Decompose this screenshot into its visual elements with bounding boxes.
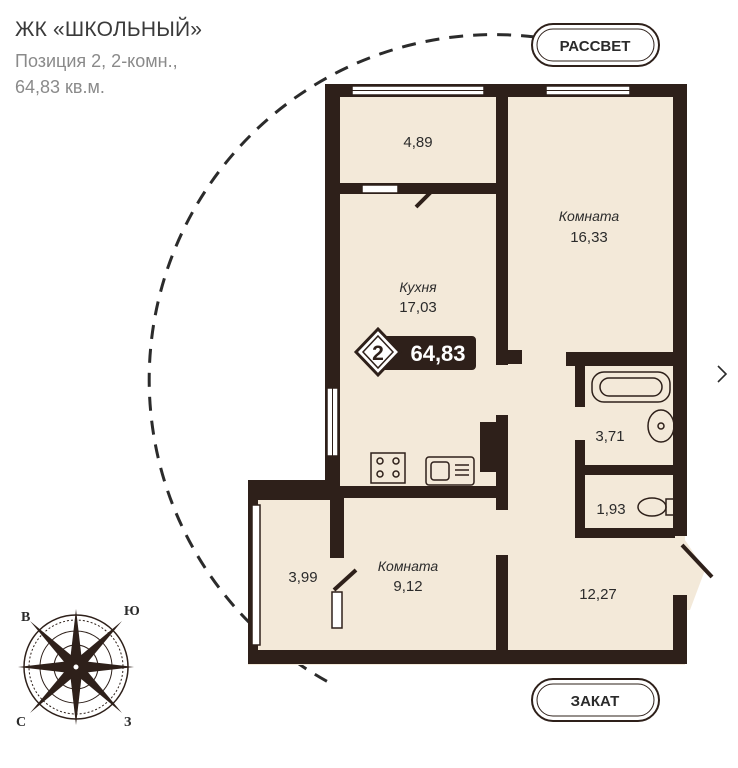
doors <box>332 185 714 592</box>
compass-north: В <box>21 610 30 625</box>
balcony-left-area: 3,99 <box>288 569 317 586</box>
hall-area: 12,27 <box>579 586 617 603</box>
sunset-label: ЗАКАТ <box>531 678 660 722</box>
room-big-area: 16,33 <box>570 229 608 246</box>
bathtub-icon <box>591 371 671 403</box>
washbasin-icon <box>647 409 675 443</box>
stove-icon <box>370 452 406 484</box>
kitchen-label: Кухня <box>399 279 437 295</box>
complex-title: ЖК «ШКОЛЬНЫЙ» <box>15 18 203 41</box>
toilet-area: 1,93 <box>596 501 625 518</box>
area-info: 64,83 кв.м. <box>15 77 105 97</box>
sink-icon <box>425 456 475 486</box>
room-big-label: Комната <box>559 208 620 224</box>
compass-south: З <box>124 715 131 730</box>
sun-path-arc <box>147 33 536 685</box>
kitchen-area: 17,03 <box>399 299 437 316</box>
room-small-label: Комната <box>378 558 439 574</box>
windows <box>251 85 631 646</box>
toilet-icon <box>637 497 675 517</box>
compass-rose-icon <box>18 609 134 725</box>
sunrise-label: РАССВЕТ <box>531 23 660 67</box>
room-small-area: 9,12 <box>393 578 422 595</box>
compass-east: Ю <box>124 604 140 619</box>
bathroom-area: 3,71 <box>595 428 624 445</box>
chevron-right-icon[interactable] <box>713 362 731 386</box>
badge-rooms: 2 <box>372 342 384 365</box>
sunset-text: ЗАКАТ <box>571 693 620 710</box>
area-badge: 2 64,83 <box>353 326 476 378</box>
position-info: Позиция 2, 2-комн., <box>15 51 178 71</box>
sunrise-text: РАССВЕТ <box>560 38 631 55</box>
badge-area: 64,83 <box>410 341 465 366</box>
balcony-top-area: 4,89 <box>403 134 432 151</box>
compass-west: С <box>16 715 26 730</box>
